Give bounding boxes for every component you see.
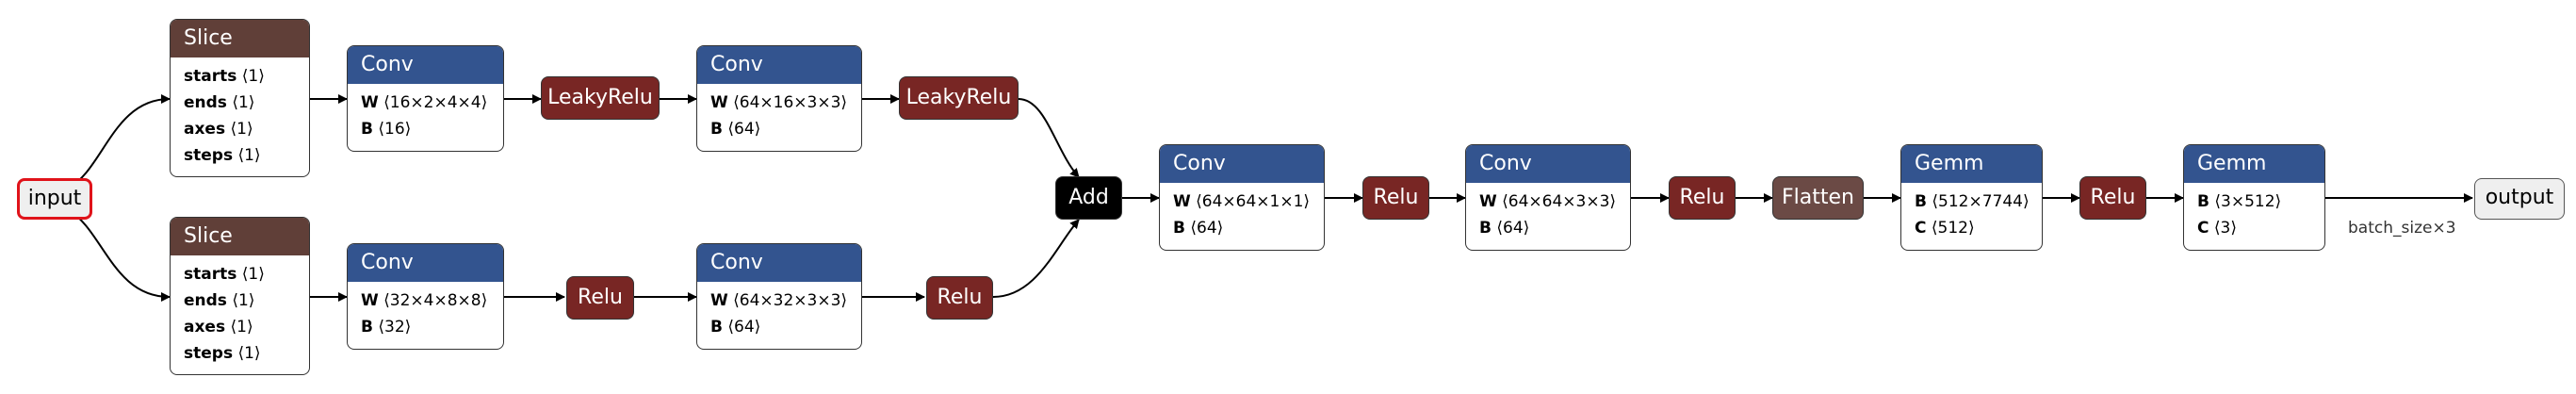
leakyrelu-node-1[interactable]: LeakyRelu <box>541 76 660 120</box>
attr-ends: ends ⟨1⟩ <box>184 93 255 112</box>
edge-label-batch-size: batch_size×3 <box>2348 219 2456 238</box>
conv-node-6[interactable]: Conv W ⟨64×64×3×3⟩ B ⟨64⟩ <box>1465 144 1631 251</box>
attr-c: C ⟨512⟩ <box>1915 219 1975 238</box>
attr-w: W ⟨64×64×1×1⟩ <box>1173 192 1311 211</box>
conv-node-3[interactable]: Conv W ⟨32×4×8×8⟩ B ⟨32⟩ <box>347 243 504 350</box>
node-title: Conv <box>1466 145 1630 183</box>
node-title: Gemm <box>2184 145 2324 183</box>
node-title: Slice <box>171 218 309 255</box>
gemm-node-2[interactable]: Gemm B ⟨3×512⟩ C ⟨3⟩ <box>2183 144 2325 251</box>
flatten-node[interactable]: Flatten <box>1772 176 1864 220</box>
conv-node-1[interactable]: Conv W ⟨16×2×4×4⟩ B ⟨16⟩ <box>347 45 504 152</box>
attr-b: B ⟨64⟩ <box>1173 219 1224 238</box>
attr-w: W ⟨64×16×3×3⟩ <box>710 93 848 112</box>
attr-steps: steps ⟨1⟩ <box>184 344 261 363</box>
node-title: Gemm <box>1901 145 2042 183</box>
edge-relu2-add <box>992 219 1080 298</box>
node-title: Conv <box>697 46 861 84</box>
edge-input-slice-bottom <box>67 208 171 302</box>
attr-starts: starts ⟨1⟩ <box>184 67 265 86</box>
relu-node-4[interactable]: Relu <box>1669 176 1736 220</box>
output-node[interactable]: output <box>2474 178 2565 220</box>
relu-node-3[interactable]: Relu <box>1362 176 1429 220</box>
gemm-node-1[interactable]: Gemm B ⟨512×7744⟩ C ⟨512⟩ <box>1900 144 2043 251</box>
edge-input-slice-top <box>67 94 171 189</box>
attr-b: B ⟨3×512⟩ <box>2197 192 2282 211</box>
conv-node-4[interactable]: Conv W ⟨64×32×3×3⟩ B ⟨64⟩ <box>696 243 862 350</box>
node-title: Conv <box>348 46 503 84</box>
attr-starts: starts ⟨1⟩ <box>184 265 265 284</box>
relu-node-2[interactable]: Relu <box>926 276 993 320</box>
attr-w: W ⟨32×4×8×8⟩ <box>361 291 488 310</box>
conv-node-5[interactable]: Conv W ⟨64×64×1×1⟩ B ⟨64⟩ <box>1159 144 1325 251</box>
attr-c: C ⟨3⟩ <box>2197 219 2237 238</box>
leakyrelu-node-2[interactable]: LeakyRelu <box>899 76 1019 120</box>
attr-b: B ⟨512×7744⟩ <box>1915 192 2030 211</box>
node-title: Conv <box>697 244 861 282</box>
attr-steps: steps ⟨1⟩ <box>184 146 261 165</box>
attr-b: B ⟨64⟩ <box>710 120 761 139</box>
node-title: Slice <box>171 20 309 57</box>
node-title: Conv <box>1160 145 1324 183</box>
attr-w: W ⟨16×2×4×4⟩ <box>361 93 488 112</box>
add-node[interactable]: Add <box>1055 176 1122 220</box>
attr-b: B ⟨32⟩ <box>361 318 412 337</box>
attr-b: B ⟨16⟩ <box>361 120 412 139</box>
edge-leakyrelu2-add <box>1018 98 1080 178</box>
attr-ends: ends ⟨1⟩ <box>184 291 255 310</box>
relu-node-1[interactable]: Relu <box>566 276 634 320</box>
attr-w: W ⟨64×64×3×3⟩ <box>1479 192 1617 211</box>
slice-node-bottom[interactable]: Slice starts ⟨1⟩ ends ⟨1⟩ axes ⟨1⟩ steps… <box>170 217 310 375</box>
attr-w: W ⟨64×32×3×3⟩ <box>710 291 848 310</box>
attr-b: B ⟨64⟩ <box>710 318 761 337</box>
slice-node-top[interactable]: Slice starts ⟨1⟩ ends ⟨1⟩ axes ⟨1⟩ steps… <box>170 19 310 177</box>
attr-axes: axes ⟨1⟩ <box>184 318 253 337</box>
attr-axes: axes ⟨1⟩ <box>184 120 253 139</box>
input-node[interactable]: input <box>17 178 92 220</box>
relu-node-5[interactable]: Relu <box>2079 176 2146 220</box>
attr-b: B ⟨64⟩ <box>1479 219 1530 238</box>
node-title: Conv <box>348 244 503 282</box>
conv-node-2[interactable]: Conv W ⟨64×16×3×3⟩ B ⟨64⟩ <box>696 45 862 152</box>
